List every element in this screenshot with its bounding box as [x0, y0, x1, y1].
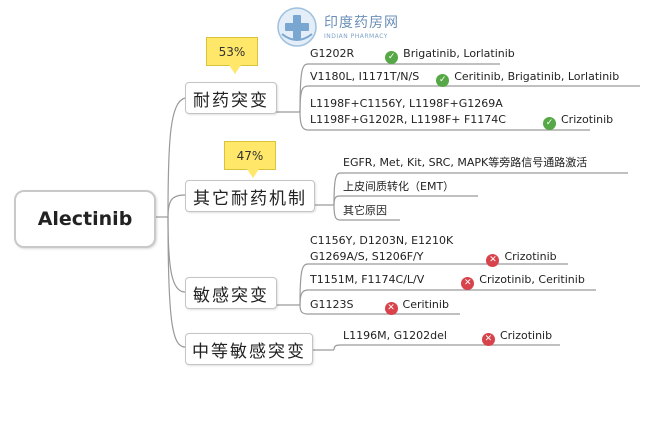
cross-icon: ✕ [486, 254, 500, 267]
pharmacy-cross-icon [277, 7, 317, 47]
drug-text: Crizotinib [499, 329, 553, 342]
mutation-text: G1202R [310, 47, 355, 60]
leaf-row: V1180L, I1171T/N/S ✓ Ceritinib, Brigatini… [310, 69, 619, 87]
watermark-logo: 印度药房网 INDIAN PHARMACY [276, 6, 436, 50]
drug-text: Ceritinib [402, 298, 449, 311]
mutation-text: C1156Y, D1203N, E1210K [310, 234, 454, 247]
mutation-text: EGFR, Met, Kit, SRC, MAPK等旁路信号通路激活 [343, 156, 588, 169]
cross-icon: ✕ [384, 302, 398, 315]
percentage-callout: 53% [206, 37, 258, 74]
branch-node-resistance-mutations: 耐药突变 [185, 82, 277, 114]
check-icon: ✓ [436, 74, 450, 87]
drug-text: Crizotinib [561, 113, 614, 126]
mutation-text: V1180L, I1171T/N/S [310, 70, 420, 83]
leaf-row: G1202R ✓ Brigatinib, Lorlatinib [310, 46, 515, 64]
mutation-text: G1269A/S, S1206F/Y [310, 250, 424, 263]
cross-icon: ✕ [481, 333, 495, 346]
check-icon: ✓ [385, 51, 399, 64]
branch-node-sensitive-mutations: 敏感突变 [185, 277, 277, 309]
mutation-text: L1196M, G1202del [343, 329, 447, 342]
drug-text: Crizotinib, Ceritinib [479, 273, 585, 286]
leaf-row: EGFR, Met, Kit, SRC, MAPK等旁路信号通路激活 [343, 155, 587, 171]
leaf-row: C1156Y, D1203N, E1210K G1269A/S, S1206F/… [310, 233, 557, 267]
drug-text: Brigatinib, Lorlatinib [403, 47, 515, 60]
branch-node-other-mechanisms: 其它耐药机制 [185, 180, 315, 212]
mutation-text: 其它原因 [343, 204, 387, 217]
mutation-text: L1198F+C1156Y, L1198F+G1269A [310, 97, 503, 110]
leaf-row: G1123S ✕ Ceritinib [310, 297, 449, 315]
check-icon: ✓ [543, 117, 556, 130]
percentage-callout: 47% [224, 141, 276, 178]
drug-text: Crizotinib [504, 250, 557, 263]
leaf-row: 其它原因 [343, 203, 387, 219]
leaf-row: 上皮间质转化（EMT） [343, 179, 454, 195]
leaf-row: L1196M, G1202del ✕ Crizotinib [343, 328, 552, 346]
root-node: Alectinib [14, 190, 156, 248]
branch-node-moderately-sensitive: 中等敏感突变 [185, 333, 313, 365]
leaf-row: T1151M, F1174C/L/V ✕ Crizotinib, Ceritini… [310, 272, 585, 290]
drug-text: Ceritinib, Brigatinib, Lorlatinib [454, 70, 620, 83]
cross-icon: ✕ [461, 277, 475, 290]
mutation-text: L1198F+G1202R, L1198F+ F1174C [310, 113, 506, 126]
watermark-subtitle: INDIAN PHARMACY [324, 33, 388, 40]
mutation-text: G1123S [310, 298, 354, 311]
leaf-row: L1198F+C1156Y, L1198F+G1269A L1198F+G120… [310, 96, 613, 130]
mutation-text: T1151M, F1174C/L/V [310, 273, 425, 286]
watermark-title: 印度药房网 [324, 15, 399, 31]
mutation-text: 上皮间质转化（EMT） [343, 180, 455, 193]
